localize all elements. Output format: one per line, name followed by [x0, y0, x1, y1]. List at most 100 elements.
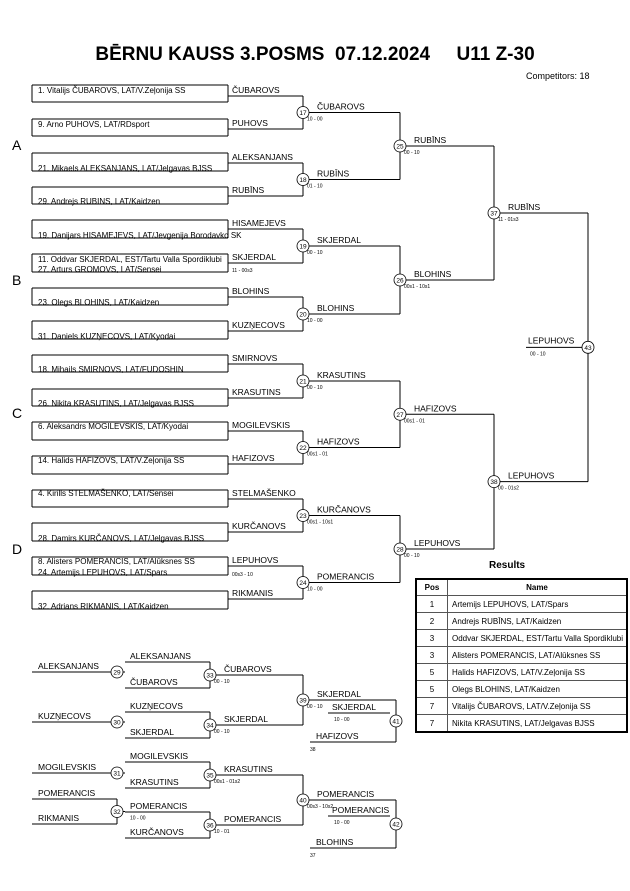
slot-name: SMIRNOVS	[232, 353, 278, 363]
match-score: 00 - 01s2	[498, 486, 519, 492]
repechage-slot-name: KRASUTINS	[130, 777, 179, 787]
match-score: 00 - 10	[307, 250, 323, 256]
match-score: 00s1 - 01	[404, 418, 425, 424]
repechage-slot-name: KURČANOVS	[130, 827, 184, 837]
bronze-winner-name: POMERANCIS	[332, 805, 389, 815]
competitor-entry: 21. Mikaels ALEKSANJANS, LAT/Jelgavas BJ…	[38, 164, 212, 173]
match-number: 29	[113, 670, 121, 677]
competitor-entry: 4. Kirills STELMAŠENKO, LAT/Sensei	[38, 489, 174, 498]
winner-name: ČUBAROVS	[317, 102, 365, 112]
match-number: 18	[299, 177, 307, 184]
competitors-count: Competitors: 18	[526, 71, 590, 81]
competitor-entry: 24. Artemijs LEPUHOVS, LAT/Spars	[38, 568, 167, 577]
competitor-entry: 23. Olegs BLOHINS, LAT/Kaidzen	[38, 298, 159, 307]
match-score: 10 - 00	[334, 820, 350, 826]
slot-name: KUZŅECOVS	[232, 320, 285, 330]
winner-name: KURČANOVS	[317, 505, 371, 515]
competitor-entry: 11. Oddvar SKJERDAL, EST/Tartu Valla Spo…	[38, 255, 222, 264]
match-number: 36	[206, 823, 214, 830]
match-number-circle	[296, 441, 310, 454]
results-pos: 5	[415, 663, 448, 681]
winner-name: SKJERDAL	[317, 235, 361, 245]
match-number-circle	[296, 307, 310, 321]
match-number: 22	[299, 445, 307, 452]
slot-name: STELMAŠENKO	[232, 488, 296, 498]
match-number: 33	[206, 673, 214, 680]
slot-name: SKJERDAL	[232, 252, 276, 262]
competitor-entry: 18. Mihails SMIRNOVS, LAT/FUDOSHIN	[38, 365, 184, 374]
results-name: Andrejs RUBĪNS, LAT/Kaidzen	[447, 612, 628, 630]
bronze-bottom-name: BLOHINS	[316, 837, 354, 847]
winner-name: ČUBAROVS	[224, 664, 272, 674]
match-number-circle	[393, 542, 407, 556]
page-title: BĒRNU KAUSS 3.POSMS 07.12.2024 U11 Z-30	[95, 44, 535, 65]
match-number-circle	[393, 273, 407, 287]
results-name: Artemijs LEPUHOVS, LAT/Spars	[447, 595, 628, 613]
slot-name: HISAMEJEVS	[232, 218, 286, 228]
match-number-circle	[393, 407, 407, 421]
match-ref: 37	[310, 853, 316, 859]
winner-name: HAFIZOVS	[414, 403, 457, 413]
results-pos: 2	[415, 612, 448, 630]
match-number: 40	[299, 798, 307, 805]
match-number: 43	[584, 345, 592, 352]
match-number-circle	[296, 239, 310, 253]
competitor-entry: 9. Arno PUHOVS, LAT/RDsport	[38, 120, 150, 129]
match-number: 20	[299, 312, 307, 319]
results-name: Nikita KRASUTINS, LAT/Jelgavas BJSS	[447, 714, 628, 733]
winner-name: POMERANCIS	[317, 789, 374, 799]
match-number-circle	[393, 139, 407, 153]
results-header-row: Pos Name	[415, 578, 628, 596]
match-ref: 38	[310, 747, 316, 753]
match-number-circle	[203, 768, 217, 782]
match-number-circle	[296, 693, 310, 707]
competitor-entry: 27. Arturs GROMOVS, LAT/Sensei	[38, 265, 162, 274]
winner-name: LEPUHOVS	[414, 538, 461, 548]
repechage-slot-name: MOGILEVSKIS	[130, 751, 188, 761]
match-number-circle	[296, 173, 310, 186]
match-number: 19	[299, 244, 307, 251]
match-number-circle	[296, 509, 310, 522]
final-winner-name: LEPUHOVS	[528, 335, 575, 345]
match-number: 32	[113, 809, 121, 816]
match-number: 31	[113, 771, 121, 778]
repechage-left-name: ALEKSANJANS	[38, 661, 99, 671]
slot-name: LEPUHOVS	[232, 555, 279, 565]
winner-name: HAFIZOVS	[317, 437, 360, 447]
match-number: 30	[113, 720, 121, 727]
results-pos: 5	[415, 680, 448, 698]
match-score: 11 - 00s3	[232, 268, 253, 274]
match-score: 00s1 - 10s1	[307, 520, 333, 526]
results-name: Halids HAFIZOVS, LAT/V.Zeļonija SS	[447, 663, 628, 681]
match-number-circle	[389, 714, 403, 728]
competitor-entry: 8. Alisters POMERANCIS, LAT/Alūksnes SS	[38, 557, 195, 566]
results-pos: 1	[415, 595, 448, 613]
winner-name: RUBĪNS	[414, 135, 446, 145]
match-number: 28	[396, 547, 404, 554]
winner-name: SKJERDAL	[224, 714, 268, 724]
results-pos: 3	[415, 629, 448, 647]
competitor-entry: 26. Nikita KRASUTINS, LAT/Jelgavas BJSS	[38, 399, 194, 408]
match-score: 10 - 00	[307, 117, 323, 123]
results-pos: 7	[415, 714, 448, 733]
match-number-circle	[203, 668, 217, 682]
winner-name: BLOHINS	[414, 269, 452, 279]
match-number-circle	[487, 206, 501, 220]
slot-name: ČUBAROVS	[232, 85, 280, 95]
results-name: Vitalijs ČUBAROVS, LAT/V.Zeļonija SS	[447, 697, 628, 715]
slot-name: KRASUTINS	[232, 387, 281, 397]
match-score: 00 - 10	[404, 150, 420, 156]
group-label: C	[12, 405, 22, 421]
winner-name: KRASUTINS	[224, 764, 273, 774]
match-score: 00 - 10	[214, 729, 230, 735]
results-name: Olegs BLOHINS, LAT/Kaidzen	[447, 680, 628, 698]
repechage-slot-name: POMERANCIS	[130, 801, 187, 811]
slot-name: MOGILEVSKIS	[232, 420, 290, 430]
